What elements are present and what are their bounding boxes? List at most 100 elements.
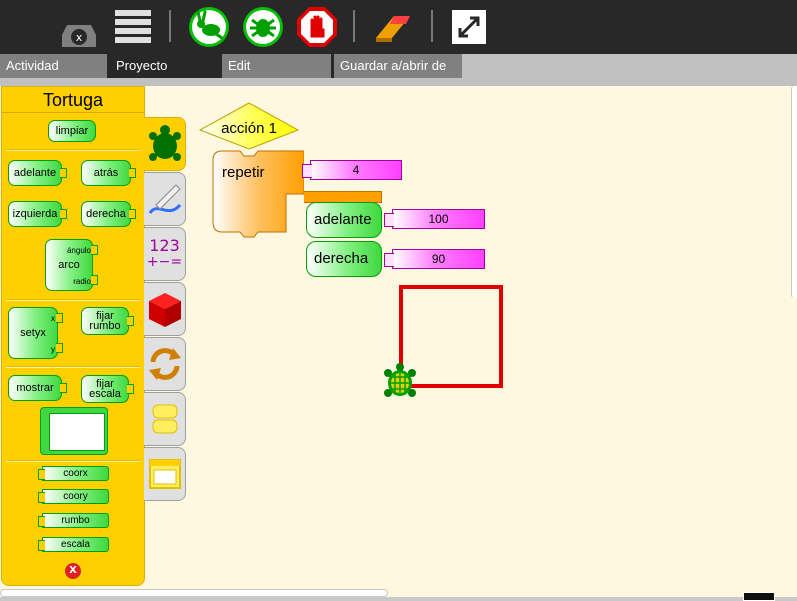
- turtle-icon: [384, 363, 416, 397]
- repeat-shape: [212, 150, 304, 238]
- category-turtle[interactable]: [144, 117, 186, 171]
- horizontal-scrollbar[interactable]: [0, 589, 388, 597]
- block-ycor[interactable]: coory: [38, 489, 109, 504]
- block-arc[interactable]: arco ángulo radio: [45, 239, 98, 291]
- category-flow[interactable]: [144, 282, 186, 336]
- repeat-label: repetir: [222, 164, 265, 181]
- tab-bar-filler: [462, 54, 797, 78]
- tab-bar: Actividad Proyecto Edit Guardar a/abrir …: [0, 53, 797, 78]
- forward-block[interactable]: adelante: [306, 202, 382, 238]
- palette-divider: [6, 460, 140, 462]
- turtle-sprite-icon[interactable]: [380, 361, 420, 404]
- block-param-label: x: [51, 314, 55, 323]
- box-icon: [148, 293, 181, 327]
- eraser-icon: [376, 16, 410, 42]
- block-heading[interactable]: rumbo: [38, 513, 109, 528]
- media-placeholder: [49, 413, 105, 451]
- block-socket: [60, 168, 67, 178]
- repeat-count-value[interactable]: 4: [302, 160, 402, 180]
- block-label: izquierda: [12, 208, 58, 220]
- block-left[interactable]: izquierda: [8, 201, 67, 227]
- block-socket: [60, 209, 67, 219]
- run-fast-button[interactable]: [188, 6, 230, 48]
- palette-title: Tortuga: [2, 87, 144, 113]
- block-socket: [56, 313, 63, 323]
- numbers-icon-bottom: +−=: [146, 254, 183, 270]
- block-socket: [127, 316, 134, 326]
- block-clean[interactable]: limpiar: [48, 120, 96, 142]
- bug-icon: [243, 7, 283, 47]
- stop-hand-icon: [297, 7, 337, 47]
- block-palette: Tortuga limpiar adelante atrás izquierda…: [1, 86, 145, 586]
- category-numbers[interactable]: 123 +−=: [144, 227, 186, 281]
- category-media[interactable]: [144, 447, 186, 501]
- fullscreen-button[interactable]: [448, 6, 490, 48]
- block-setxy[interactable]: setyx x y: [8, 307, 63, 359]
- action-label: acción 1: [221, 120, 277, 137]
- tab-proyecto[interactable]: Proyecto: [110, 54, 220, 78]
- cycle-icon: [148, 348, 181, 380]
- drawn-square: [399, 285, 503, 388]
- window-icon: [148, 459, 181, 489]
- palette-divider: [6, 299, 140, 301]
- toolbar-menu-button[interactable]: [112, 6, 154, 48]
- palette-divider: [6, 149, 140, 151]
- block-right[interactable]: derecha: [81, 201, 136, 227]
- block-xcor[interactable]: coorx: [38, 466, 109, 481]
- run-step-button[interactable]: [242, 6, 284, 48]
- right-turn-block[interactable]: derecha: [306, 241, 382, 277]
- block-socket: [127, 384, 134, 394]
- toolbar-tray: [0, 78, 797, 86]
- turtle-icon: [148, 125, 181, 161]
- pen-icon: [148, 184, 181, 215]
- clean-button[interactable]: [372, 6, 414, 48]
- close-palette-button[interactable]: X: [65, 563, 81, 579]
- block-param-label: ángulo: [66, 246, 91, 255]
- stack-icon: [152, 404, 177, 434]
- block-show[interactable]: mostrar: [8, 375, 67, 401]
- numbers-icon-top: 123: [149, 236, 180, 255]
- block-label: setyx: [20, 327, 46, 339]
- block-param-label: radio: [73, 277, 91, 286]
- block-label: derecha: [86, 208, 126, 220]
- forward-value[interactable]: 100: [384, 209, 485, 229]
- toolbar-separator: [353, 10, 355, 42]
- tab-edit[interactable]: Edit: [222, 54, 331, 78]
- block-label: fijar escala: [89, 378, 121, 400]
- action-hat-shape: [199, 102, 299, 150]
- palette-divider: [6, 366, 140, 368]
- toolbar-separator: [431, 10, 433, 42]
- category-loops[interactable]: [144, 337, 186, 391]
- block-set-scale[interactable]: fijar escala: [81, 375, 134, 403]
- block-set-heading[interactable]: fijar rumbo: [81, 307, 134, 335]
- vertical-scrollbar[interactable]: [791, 86, 797, 298]
- block-socket: [129, 209, 136, 219]
- stop-button[interactable]: [296, 6, 338, 48]
- svg-text:x: x: [76, 31, 83, 44]
- repeat-block[interactable]: repetir: [212, 150, 304, 244]
- block-socket: [60, 383, 67, 393]
- block-label: adelante: [13, 167, 57, 179]
- stop-activity-button[interactable]: x: [58, 6, 100, 48]
- block-label: arco: [58, 259, 80, 271]
- block-back[interactable]: atrás: [81, 160, 136, 186]
- block-label: mostrar: [16, 382, 54, 394]
- action-hat-block[interactable]: acción 1: [199, 102, 299, 150]
- tab-guardar[interactable]: Guardar a/abrir de: [334, 54, 462, 78]
- block-param-label: y: [51, 345, 55, 354]
- block-socket: [129, 168, 136, 178]
- block-forward[interactable]: adelante: [8, 160, 67, 186]
- bottom-strip: [0, 597, 797, 601]
- tab-actividad[interactable]: Actividad: [0, 54, 107, 78]
- category-pen[interactable]: [144, 172, 186, 226]
- toolbar-separator: [169, 10, 171, 42]
- stop-activity-icon: x: [62, 25, 96, 47]
- category-blocks[interactable]: [144, 392, 186, 446]
- block-label: fijar rumbo: [89, 310, 121, 332]
- right-turn-value[interactable]: 90: [384, 249, 485, 269]
- block-scale[interactable]: escala: [38, 537, 109, 552]
- toolbar-icon: [115, 10, 151, 43]
- fullscreen-icon: [452, 10, 486, 44]
- corner-button[interactable]: [743, 592, 775, 601]
- block-media[interactable]: [40, 407, 108, 455]
